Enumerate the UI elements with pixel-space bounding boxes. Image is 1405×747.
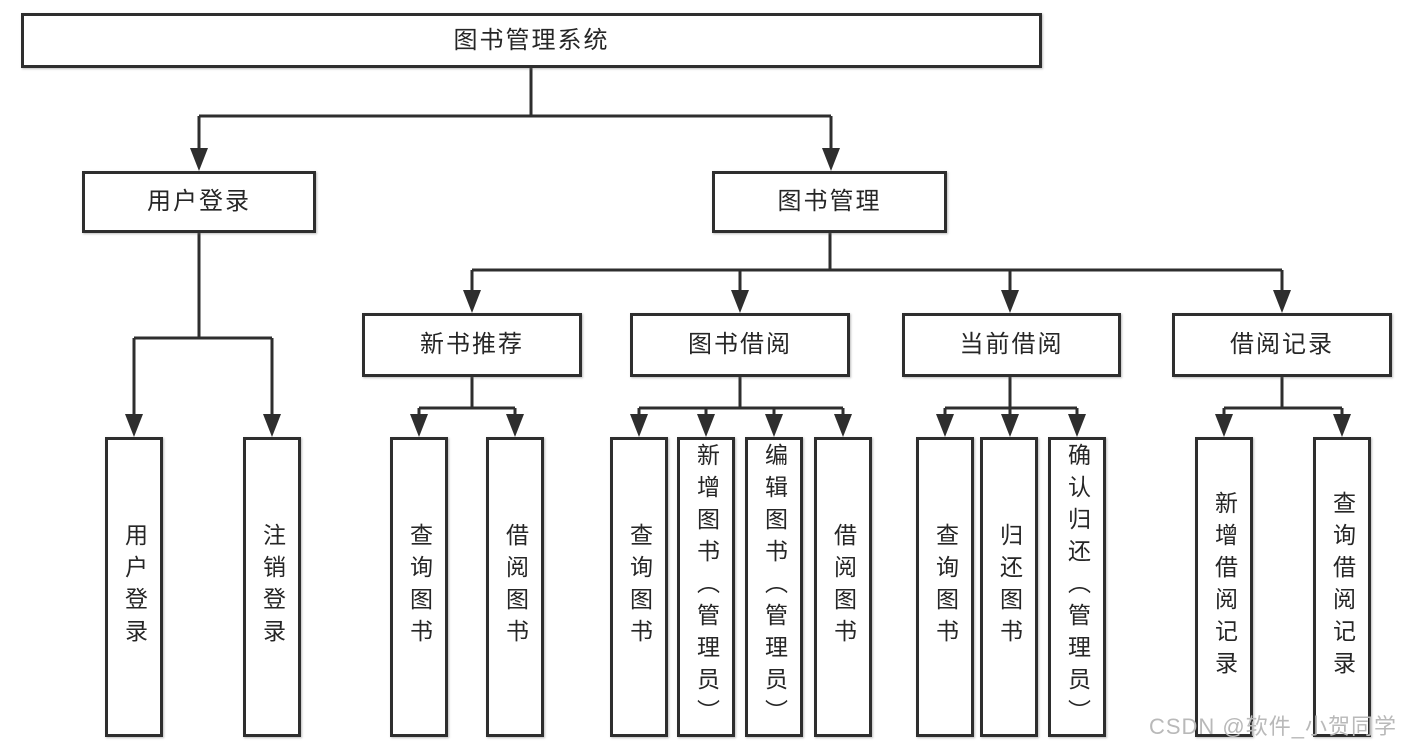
leaf-add-borrow-record: 新增借阅记录 xyxy=(1195,437,1253,737)
node-library-system: 图书管理系统 xyxy=(21,13,1042,68)
node-new-book-recommend: 新书推荐 xyxy=(362,313,582,377)
leaf-borrow-books: 借阅图书 xyxy=(814,437,872,737)
leaf-return-books: 归还图书 xyxy=(980,437,1038,737)
leaf-confirm-return-admin: 确认归还（管理员） xyxy=(1048,437,1106,737)
leaf-query-borrow-record: 查询借阅记录 xyxy=(1313,437,1371,737)
node-current-borrow: 当前借阅 xyxy=(902,313,1121,377)
node-book-management: 图书管理 xyxy=(712,171,947,233)
node-borrow-records: 借阅记录 xyxy=(1172,313,1392,377)
node-book-borrow: 图书借阅 xyxy=(630,313,850,377)
watermark: CSDN @软件_小贺同学 xyxy=(1148,714,1397,739)
node-user-login: 用户登录 xyxy=(82,171,316,233)
arrowheads xyxy=(125,148,1351,437)
leaf-user-login: 用户登录 xyxy=(105,437,163,737)
leaf-query-books-current: 查询图书 xyxy=(916,437,974,737)
leaf-logout: 注销登录 xyxy=(243,437,301,737)
leaf-query-books-borrow: 查询图书 xyxy=(610,437,668,737)
connector-shafts xyxy=(132,66,1344,418)
leaf-edit-books-admin: 编辑图书（管理员） xyxy=(745,437,803,737)
leaf-add-books-admin: 新增图书（管理员） xyxy=(677,437,735,737)
leaf-query-books-recommend: 查询图书 xyxy=(390,437,448,737)
leaf-borrow-books-recommend: 借阅图书 xyxy=(486,437,544,737)
